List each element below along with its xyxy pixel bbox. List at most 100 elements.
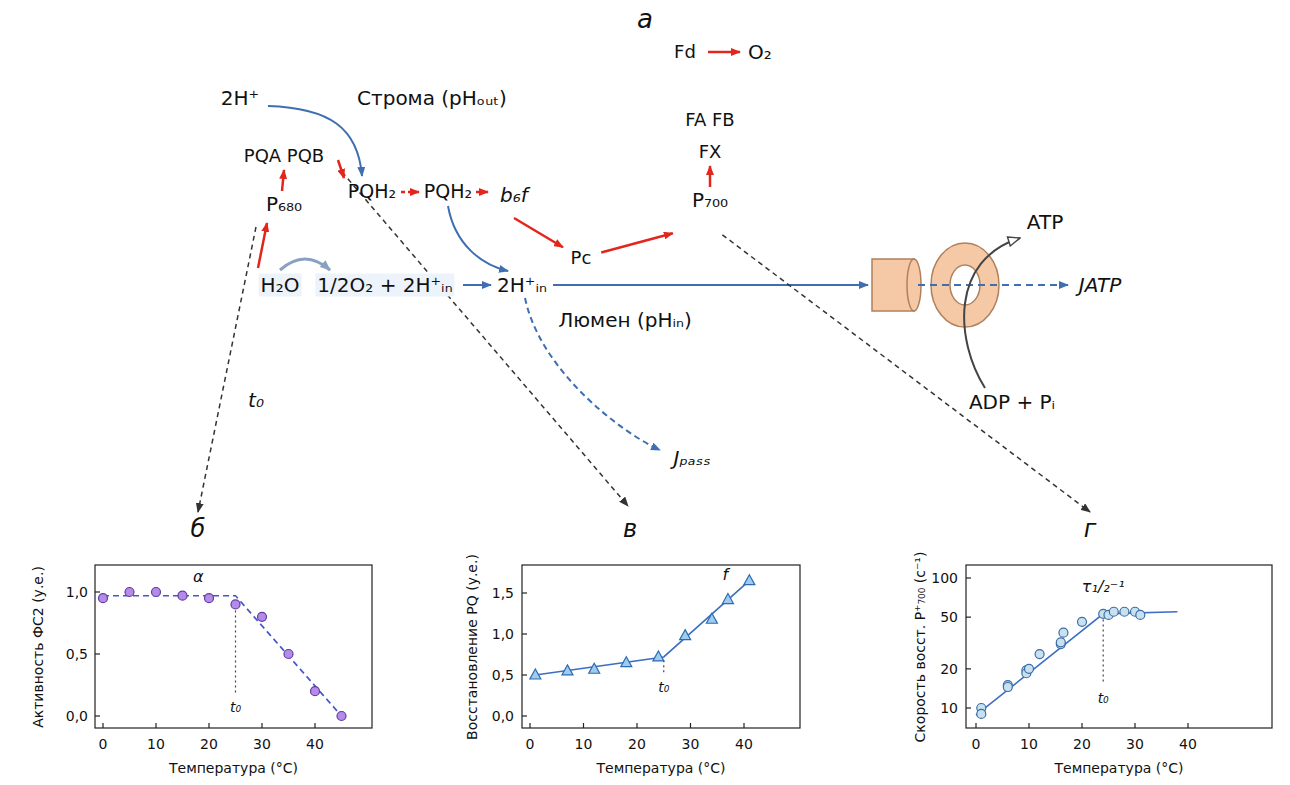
diagram-label: Jₚₐₛₛ <box>673 447 710 470</box>
text-slot: t₀ <box>658 679 669 695</box>
drawn-shape <box>530 669 541 679</box>
label-slot: O₂ <box>748 41 772 64</box>
drawn-shape <box>103 596 342 716</box>
chart-text: 1,5 <box>492 585 514 601</box>
drawn-shape <box>1059 628 1068 637</box>
proton-arrow <box>918 284 1068 286</box>
chart-panel: бαАктивность ФС2 (у.е.)1,00,50,001020304… <box>18 512 378 782</box>
chart-text: 10 <box>940 700 958 716</box>
drawn-shape <box>653 651 664 661</box>
node-text: P₆₈₀ <box>266 193 302 216</box>
drawn-shape <box>976 612 1177 715</box>
node-text: FA FB <box>685 110 734 131</box>
water-arrow <box>280 259 330 270</box>
diagram-label: ATP <box>1027 211 1063 234</box>
drawn-shape <box>95 715 100 716</box>
drawn-shape <box>261 723 262 728</box>
drawn-shape <box>208 723 209 728</box>
chart-text: 1,0 <box>66 584 88 600</box>
drawn-shape <box>311 687 320 696</box>
proton-arrow <box>448 206 508 271</box>
text-slot: 30 <box>1126 736 1144 752</box>
chart-text: 30 <box>1126 736 1144 752</box>
drawn-shape <box>95 653 100 654</box>
chart-text: α <box>193 568 204 586</box>
chart-text: 0,0 <box>492 708 514 724</box>
drawn-shape <box>621 657 632 667</box>
text-slot: P₇₀₀ <box>692 189 728 212</box>
drawn-shape <box>205 594 214 603</box>
drawn-shape <box>337 712 346 721</box>
text-slot: PQA PQB <box>244 146 324 167</box>
drawn-shape <box>744 575 755 585</box>
text-slot: 20 <box>628 736 646 752</box>
node-text: Pc <box>571 248 592 269</box>
text-slot: 30 <box>253 736 271 752</box>
drawn-shape <box>231 600 240 609</box>
drawn-shape <box>1003 683 1012 692</box>
text-slot: t₀ <box>230 699 241 715</box>
chart-text: 0,5 <box>66 646 88 662</box>
plot-area <box>95 565 372 728</box>
drawn-shape <box>966 565 1272 728</box>
drawn-shape <box>522 715 527 716</box>
node-text: t₀ <box>248 389 264 412</box>
drawn-shape <box>966 707 971 708</box>
drawn-shape <box>1035 650 1044 659</box>
flow-arrows <box>258 52 868 506</box>
text-slot: b₆f <box>500 184 528 207</box>
chart-text: 0 <box>972 736 981 752</box>
plastocyanin: Pc <box>560 237 602 279</box>
chart-text: 20 <box>1073 736 1091 752</box>
chart-text: f <box>722 566 728 584</box>
cytochrome-b6f: b₆f <box>490 160 550 218</box>
label-slot: Строма (pHₒᵤₜ) <box>357 87 507 110</box>
chart-panel: вfВосстановление PQ (у.е.)1,51,00,50,001… <box>455 512 805 782</box>
chart-panel: гτ₁/₂⁻¹Скорость восст. P⁺₇₀₀ (с⁻¹)100502… <box>905 512 1275 782</box>
chart-text: 40 <box>735 736 753 752</box>
diagram-label: O₂ <box>748 41 772 64</box>
text-slot: 10 <box>1020 736 1038 752</box>
text-slot: 10 <box>575 736 593 752</box>
electron-arrow <box>708 51 740 54</box>
text-slot: 40 <box>1179 736 1197 752</box>
chart-text: г <box>1084 516 1097 544</box>
electron-arrow <box>401 191 419 194</box>
plot-area <box>966 565 1272 728</box>
text-slot: P₆₈₀ <box>266 193 302 216</box>
drawn-shape <box>1081 723 1082 728</box>
text-slot: Скорость восст. P⁺₇₀₀ (с⁻¹) <box>912 551 928 742</box>
drawn-shape <box>125 588 134 597</box>
drawn-shape <box>235 611 236 695</box>
drawn-shape <box>1136 610 1145 619</box>
thylakoid-membrane: PcЛюмен (pHᵢₙ)PQA PQBP₆₈₀b₆fFA FBFXP₇₀₀t… <box>200 170 925 425</box>
chart-text: 10 <box>1020 736 1038 752</box>
text-slot: α <box>193 568 204 586</box>
text-slot: 0,0 <box>66 708 88 724</box>
text-slot: 10 <box>147 736 165 752</box>
photosystem-1: FA FBFXP₇₀₀ <box>648 78 772 238</box>
drawn-shape <box>522 565 800 728</box>
drawn-shape <box>535 581 749 675</box>
diagram-label: H₂O <box>259 274 302 297</box>
drawn-shape <box>522 633 527 634</box>
diagram-label: 2H⁺ᵢₙ <box>497 274 547 297</box>
drawn-shape <box>1078 617 1087 626</box>
diagram-label: а <box>637 5 653 35</box>
chart-text: τ₁/₂⁻¹ <box>1082 578 1125 596</box>
chart-text: 20 <box>628 736 646 752</box>
label-slot: JATP <box>1079 274 1121 297</box>
text-slot: 0 <box>526 736 535 752</box>
drawn-shape <box>1109 607 1118 616</box>
node-text: PQA PQB <box>244 146 324 167</box>
atp-arrow <box>964 238 1020 388</box>
diagram-label: 1/2O₂ + 2H⁺ᵢₙ <box>315 274 454 297</box>
drawn-shape <box>562 665 573 675</box>
drawn-shape <box>178 591 187 600</box>
electron-arrow <box>282 170 284 191</box>
drawn-shape <box>706 613 717 623</box>
drawn-shape <box>284 650 293 659</box>
drawn-shape <box>583 723 584 728</box>
